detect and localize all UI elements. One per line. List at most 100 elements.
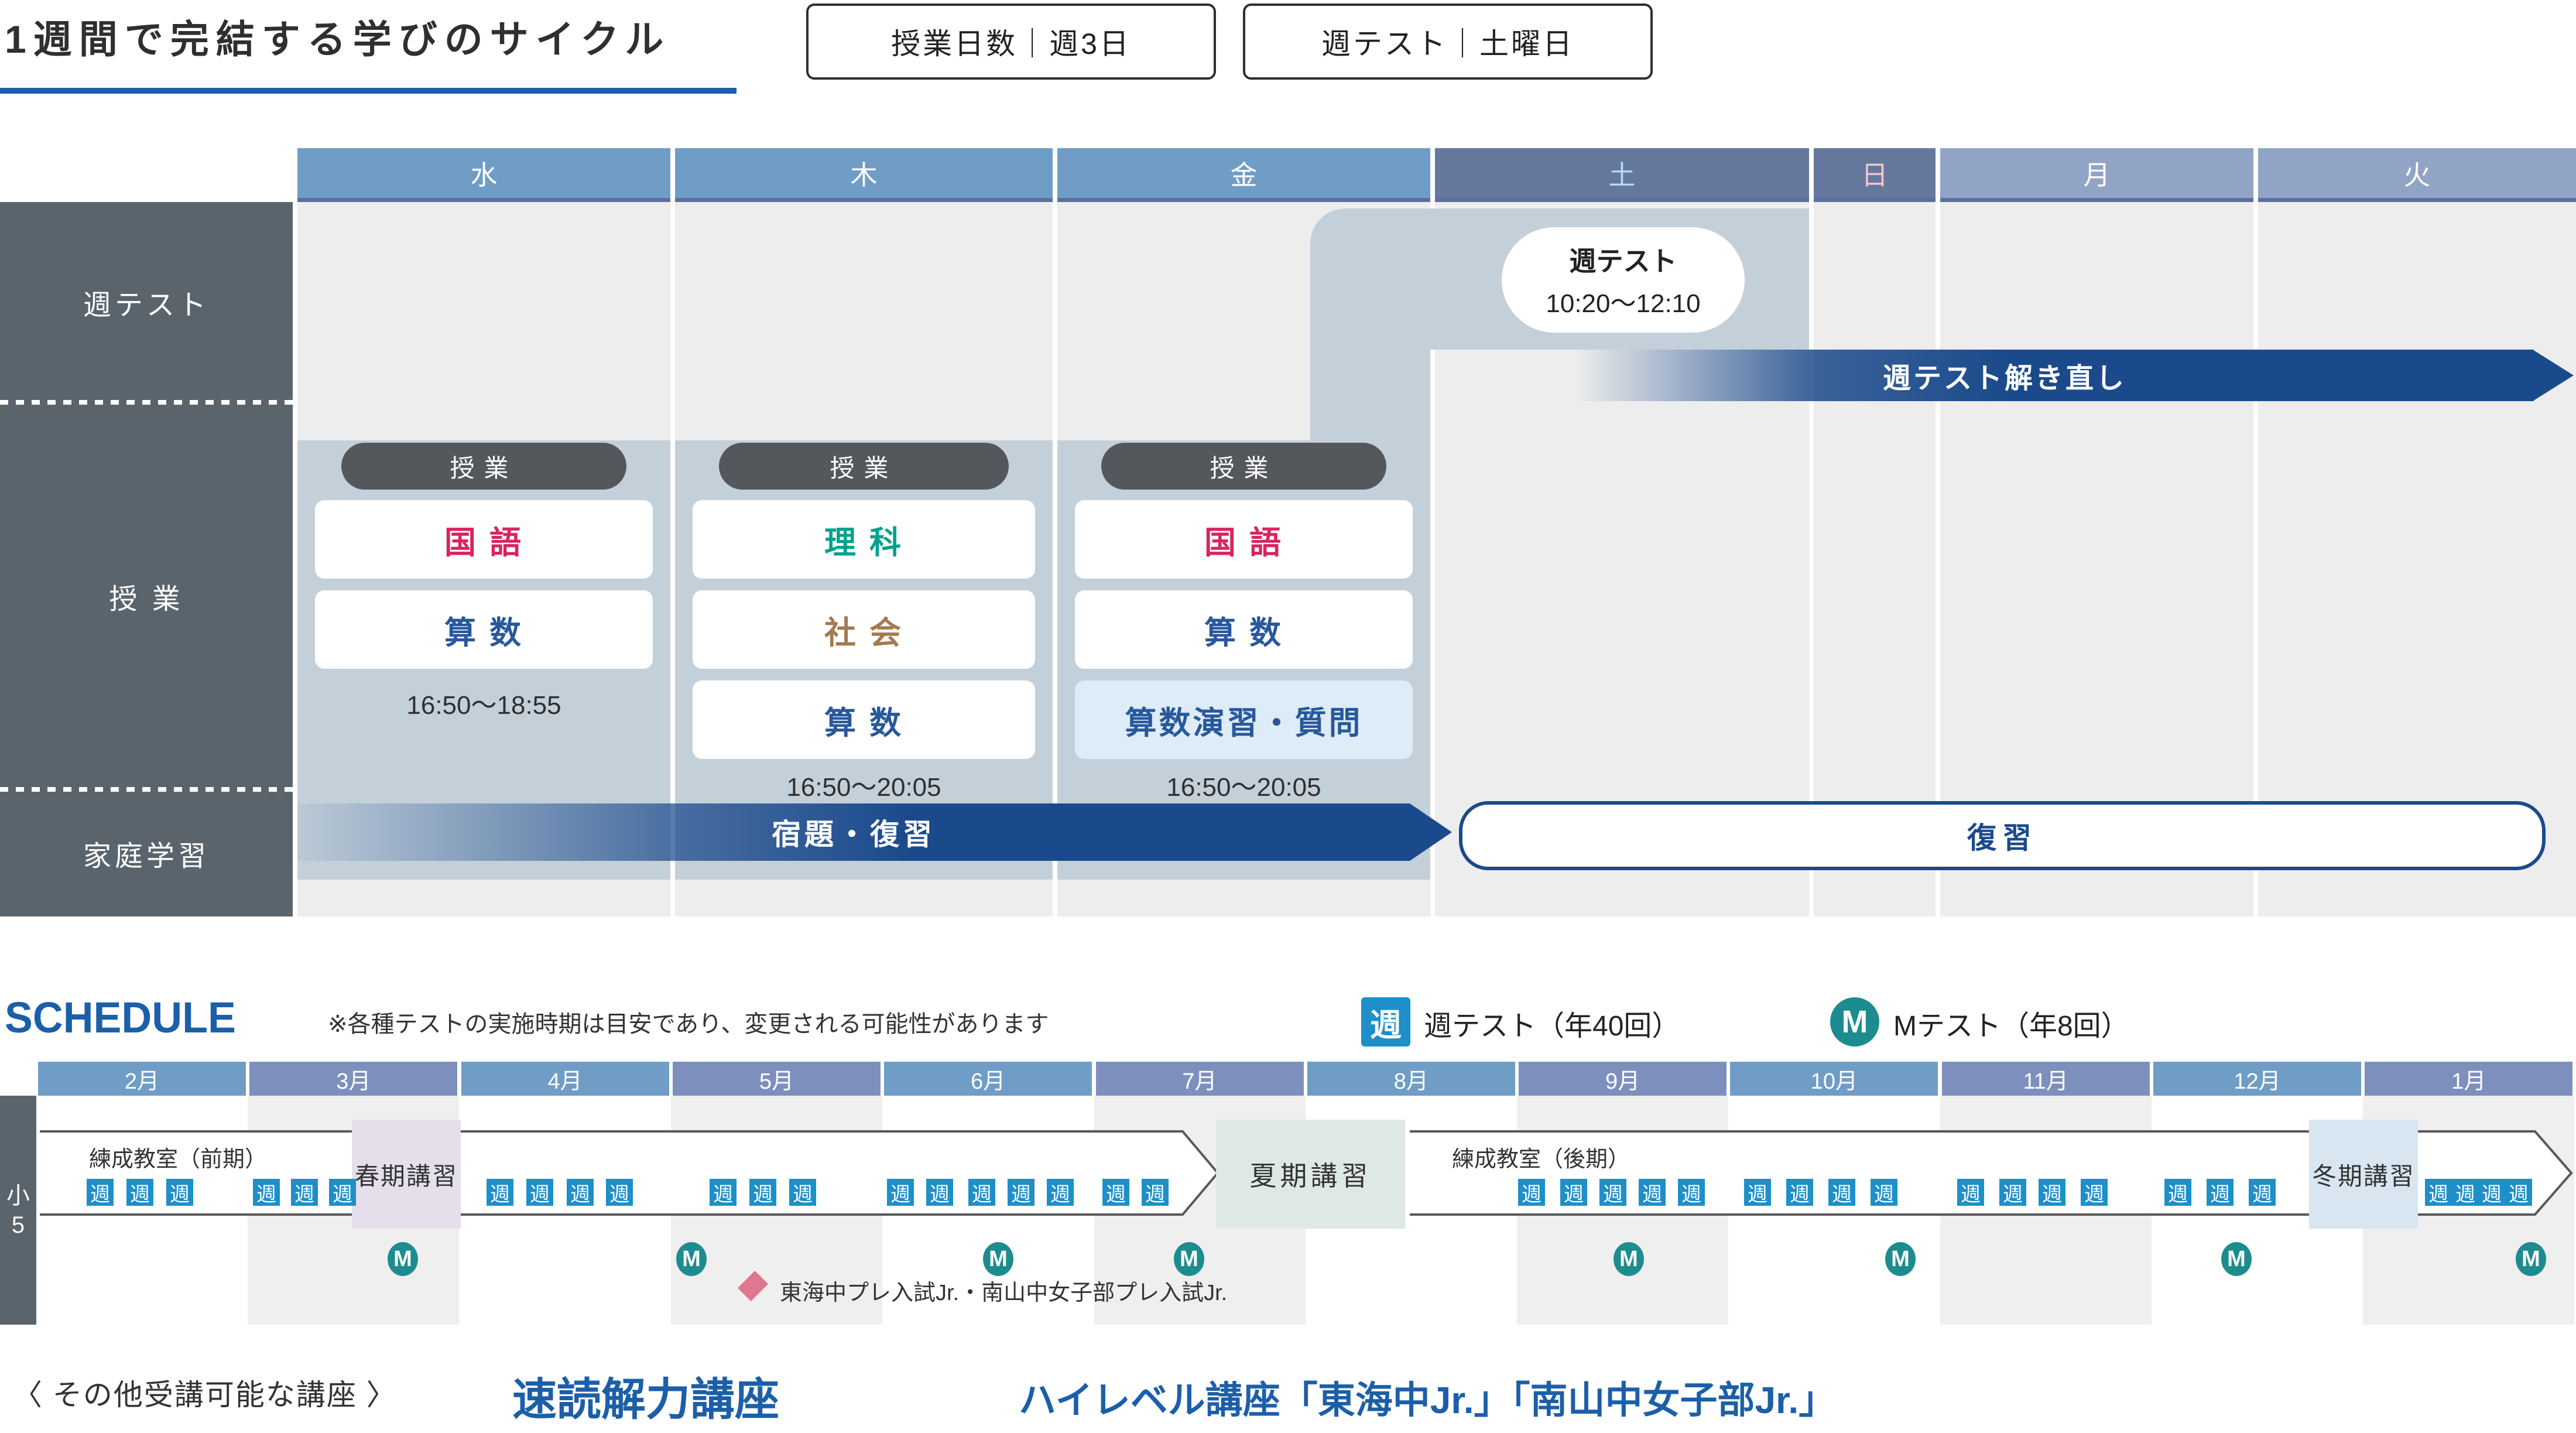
subject-box-wed-1: 国 語 [315,500,653,579]
month-cell: 1月 [2365,1062,2573,1096]
weekly-test-bubble-title: 週テスト [1569,246,1677,276]
week-test-badge: 週 [1008,1179,1034,1206]
week-test-badge: 週 [2164,1179,2191,1206]
info-badge-weekly-test: 週テスト｜土曜日 [1243,4,1653,80]
month-cell: 11月 [1941,1062,2150,1096]
week-test-badge: 週 [968,1179,995,1206]
spring-camp-box: 春期講習 [352,1120,461,1229]
grid-column-mon [1940,202,2253,916]
week-test-badge: 週 [1047,1179,1074,1206]
month-cell: 6月 [884,1062,1092,1096]
row-divider [0,787,293,792]
week-test-badge: 週 [1786,1179,1813,1206]
info-badge-class-days: 授業日数｜週3日 [806,4,1216,80]
subject-box-fri-2: 算 数 [1075,590,1413,669]
week-test-badge: 週 [1102,1179,1129,1206]
class-card-fri: 授業 国 語 算 数 算数演習・質問 16:50〜20:05 [1057,440,1430,880]
day-header-thu: 木 [675,148,1053,202]
row-label-column: 週テスト 授 業 家庭学習 [0,202,293,916]
weekly-test-bubble: 週テスト 10:20〜12:10 [1502,227,1745,333]
week-test-badge: 週 [1518,1179,1545,1206]
subject-box-wed-2: 算 数 [315,590,653,669]
subject-box-fri-1: 国 語 [1075,500,1413,579]
m-test-badge: M [1174,1242,1204,1276]
subject-box-fri-3: 算数演習・質問 [1075,680,1413,759]
month-cell: 7月 [1095,1062,1304,1096]
m-test-badge: M [1885,1242,1916,1276]
month-cell: 4月 [461,1062,669,1096]
subject-box-thu-1: 理 科 [693,500,1035,579]
week-test-badge: 週 [789,1179,816,1206]
weekly-test-bubble-time: 10:20〜12:10 [1546,289,1701,318]
class-pill: 授業 [719,443,1009,490]
week-test-badge: 週 [749,1179,776,1206]
week-test-badge: 週 [2081,1179,2108,1206]
month-cell: 3月 [249,1062,458,1096]
month-cell: 10月 [1730,1062,1938,1096]
week-test-badge: 週 [2249,1179,2276,1206]
week-test-badge: 週 [1560,1179,1587,1206]
row-label-weekly-test: 週テスト [83,290,210,321]
week-test-badge: 週 [926,1179,953,1206]
day-header-mon: 月 [1940,148,2253,202]
month-cell: 2月 [38,1062,246,1096]
homework-review-arrow: 宿題・復習 [297,803,1410,861]
grade-label: 小5 [0,1096,36,1325]
week-test-badge: 週 [1744,1179,1771,1206]
m-test-badge: M [2221,1242,2252,1276]
week-test-badge: 週 [887,1179,914,1206]
subject-box-thu-3: 算 数 [693,680,1035,759]
grid-column-tue [2258,202,2576,916]
term-label-second-half: 練成教室（後期） [1452,1147,1630,1172]
week-test-badge: 週 [1599,1179,1626,1206]
fri-to-sat-connector [1310,208,1430,451]
fri-to-sat-connector-bridge [1430,208,1435,350]
week-test-badge: 週 [2505,1179,2532,1206]
week-test-badge: 週 [329,1179,356,1206]
class-pill: 授業 [341,443,626,490]
title-underline [0,88,737,94]
week-test-badge: 週 [166,1179,193,1206]
week-test-badge: 週 [606,1179,633,1206]
week-test-badge: 週 [526,1179,553,1206]
class-time-thu: 16:50〜20:05 [786,773,941,802]
m-test-badge: M [2516,1242,2546,1276]
class-time-wed: 16:50〜18:55 [406,691,561,720]
week-test-badge: 週 [2478,1179,2505,1206]
month-cell: 8月 [1307,1062,1515,1096]
other-courses-heading: 〈 その他受講可能な講座 〉 [13,1379,397,1411]
summer-camp-box: 夏期講習 [1216,1120,1405,1229]
week-test-badge: 週 [2452,1179,2479,1206]
row-label-home-study: 家庭学習 [83,840,210,872]
m-test-badge: M [388,1242,418,1276]
subject-box-thu-2: 社 会 [693,590,1035,669]
test-redo-arrow: 週テスト解き直し [1575,350,2534,401]
winter-camp-box: 冬期講習 [2309,1120,2418,1229]
row-label-class: 授 業 [109,583,184,615]
review-box: 復習 [1459,801,2546,870]
class-pill: 授業 [1101,443,1386,490]
week-test-badge: 週 [2207,1179,2234,1206]
week-test-badge: 週 [567,1179,594,1206]
week-test-badge: 週 [710,1179,737,1206]
day-header-tue: 火 [2258,148,2576,202]
course-high-level: ハイレベル講座「東海中Jr.」「南山中女子部Jr.」 [1019,1379,1837,1421]
schedule-note: ※各種テストの実施時期は目安であり、変更される可能性があります [328,1011,1049,1037]
week-test-badge: 週 [487,1179,513,1206]
month-cell: 9月 [1519,1062,1727,1096]
grid-column-sun [1814,202,1936,916]
day-header-fri: 金 [1057,148,1430,202]
week-test-badge: 週 [253,1179,280,1206]
day-header-wed: 水 [297,148,670,202]
week-test-badge: 週 [1828,1179,1855,1206]
m-test-badge: M [1614,1242,1644,1276]
test-redo-arrow-tip [2533,350,2574,401]
legend-m-label: Mテスト（年8回） [1893,1011,2129,1042]
week-test-badge: 週 [291,1179,318,1206]
term-label-first-half: 練成教室（前期） [89,1147,268,1172]
homework-review-arrow-tip [1410,803,1452,861]
week-test-badge: 週 [1678,1179,1705,1206]
week-test-badge: 週 [87,1179,114,1206]
week-test-badge: 週 [1999,1179,2026,1206]
